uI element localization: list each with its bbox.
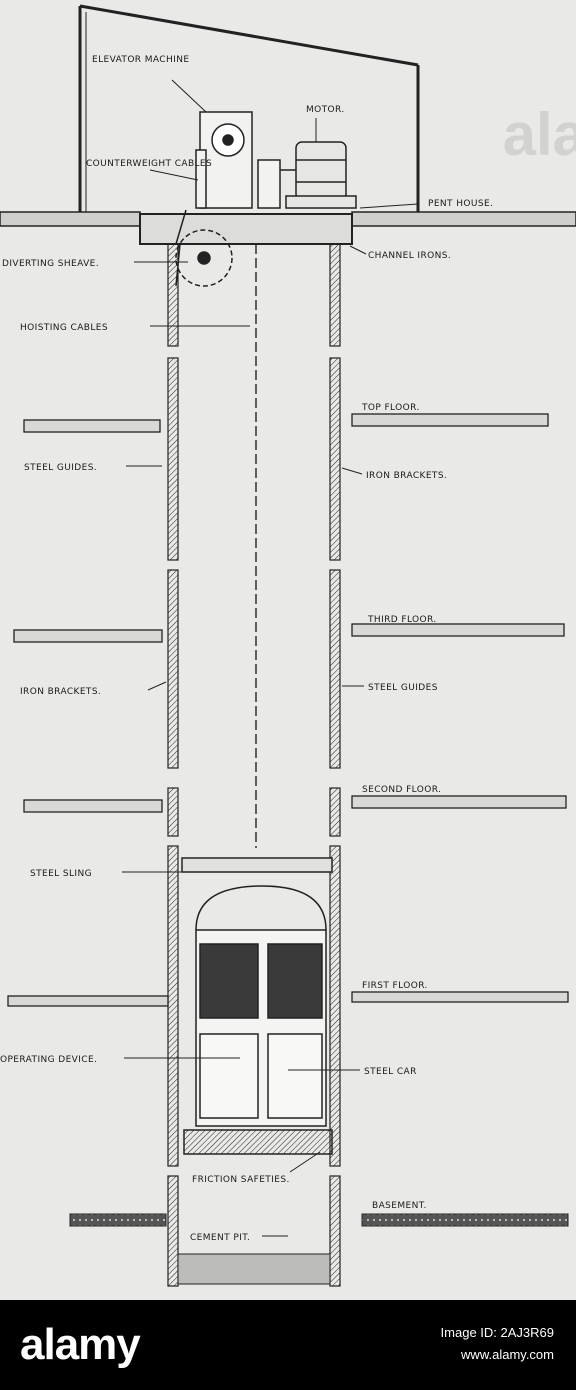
counterweight-cable-line [175, 209, 187, 245]
label-hoisting-cables: HOISTING CABLES [20, 323, 108, 333]
image-id: Image ID: 2AJ3R69 [440, 1325, 554, 1340]
label-diverting-sheave: DIVERTING SHEAVE. [2, 259, 99, 269]
label-cement-pit: CEMENT PIT. [190, 1233, 250, 1243]
floor-slabs [7, 413, 569, 1007]
label-pent-house: PENT HOUSE. [428, 199, 493, 209]
elevator-machine [195, 111, 281, 209]
label-top-floor: TOP FLOOR. [361, 403, 420, 413]
label-steel-guides-lower: STEEL GUIDES [368, 683, 438, 693]
label-steel-guides-upper: STEEL GUIDES. [24, 463, 97, 473]
elevator-shaft-drawing: ELEVATOR MACHINE MOTOR. COUNTERWEIGHT CA… [0, 4, 576, 1287]
watermark: ala [502, 101, 576, 168]
roof-slab [0, 211, 576, 245]
label-friction-safeties: FRICTION SAFETIES. [192, 1175, 290, 1185]
basement-ground [69, 1213, 569, 1285]
label-elevator-machine: ELEVATOR MACHINE [92, 55, 189, 65]
footer-info: Image ID: 2AJ3R69 www.alamy.com [441, 1322, 554, 1366]
leader-lines [122, 79, 419, 1237]
label-basement: BASEMENT. [372, 1201, 427, 1211]
label-second-floor: SECOND FLOOR. [362, 785, 441, 795]
label-counterweight-cables: COUNTERWEIGHT CABLES [86, 159, 212, 169]
label-iron-brackets-lower: IRON BRACKETS. [20, 687, 101, 697]
elevator-diagram: ala [0, 0, 576, 1300]
shaft-walls [167, 243, 341, 1287]
motor [280, 141, 357, 209]
label-first-floor: FIRST FLOOR. [362, 981, 428, 991]
label-third-floor: THIRD FLOOR. [367, 615, 437, 625]
label-channel-irons: CHANNEL IRONS. [368, 251, 451, 261]
label-steel-car: STEEL CAR [364, 1067, 417, 1077]
elevator-car [181, 857, 333, 1155]
label-iron-brackets-upper: IRON BRACKETS. [366, 471, 447, 481]
stock-footer: alamy Image ID: 2AJ3R69 www.alamy.com [0, 1300, 576, 1390]
brand-logo: alamy [20, 1320, 141, 1369]
label-motor: MOTOR. [306, 105, 345, 115]
pent-house [78, 4, 420, 212]
site-url[interactable]: www.alamy.com [461, 1347, 554, 1362]
label-operating-device: OPERATING DEVICE. [0, 1055, 97, 1065]
label-steel-sling: STEEL SLING [30, 869, 92, 879]
